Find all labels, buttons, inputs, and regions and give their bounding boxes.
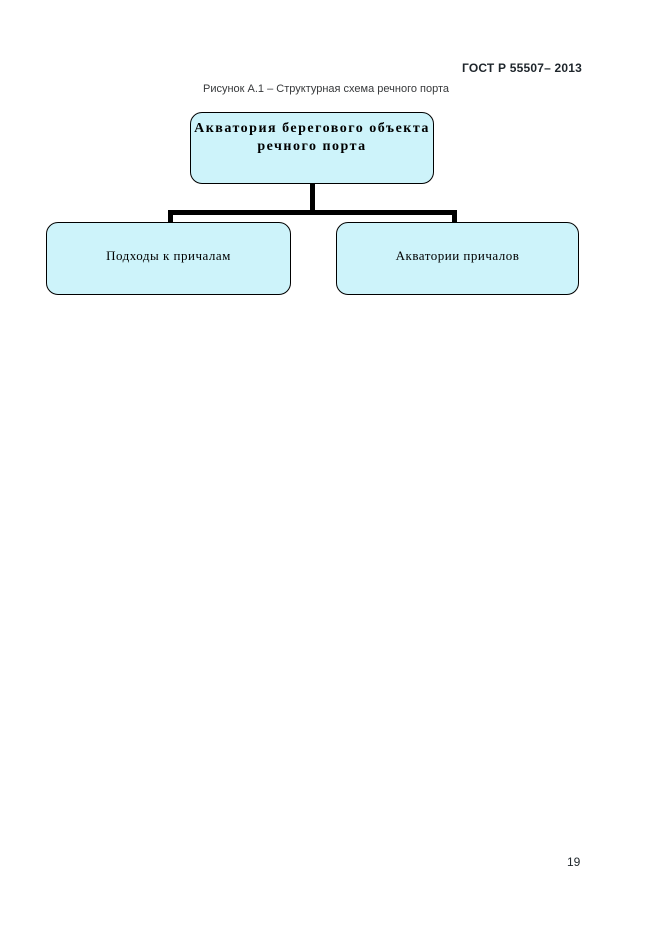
connector-right-stub bbox=[452, 210, 457, 223]
child-box-label: Подходы к причалам bbox=[106, 248, 231, 263]
diagram-box-root: Акватория берегового объекта речного пор… bbox=[190, 112, 434, 184]
diagram-box-approaches: Подходы к причалам bbox=[46, 222, 291, 295]
root-box-label-line2: речного порта bbox=[257, 139, 367, 154]
figure-caption: Рисунок А.1 – Структурная схема речного … bbox=[203, 83, 450, 95]
child-box-label: Акватории причалов bbox=[395, 248, 520, 263]
page-number: 19 bbox=[567, 855, 581, 869]
structure-diagram: Акватория берегового объекта речного пор… bbox=[0, 0, 661, 320]
diagram-box-water-areas: Акватории причалов bbox=[336, 222, 579, 295]
root-box-label-line1: Акватория берегового объекта bbox=[194, 121, 430, 136]
connector-root-vertical bbox=[310, 183, 315, 211]
document-header: ГОСТ Р 55507– 2013 bbox=[461, 61, 582, 75]
connector-horizontal-bar bbox=[168, 210, 457, 215]
connector-left-stub bbox=[168, 210, 173, 223]
